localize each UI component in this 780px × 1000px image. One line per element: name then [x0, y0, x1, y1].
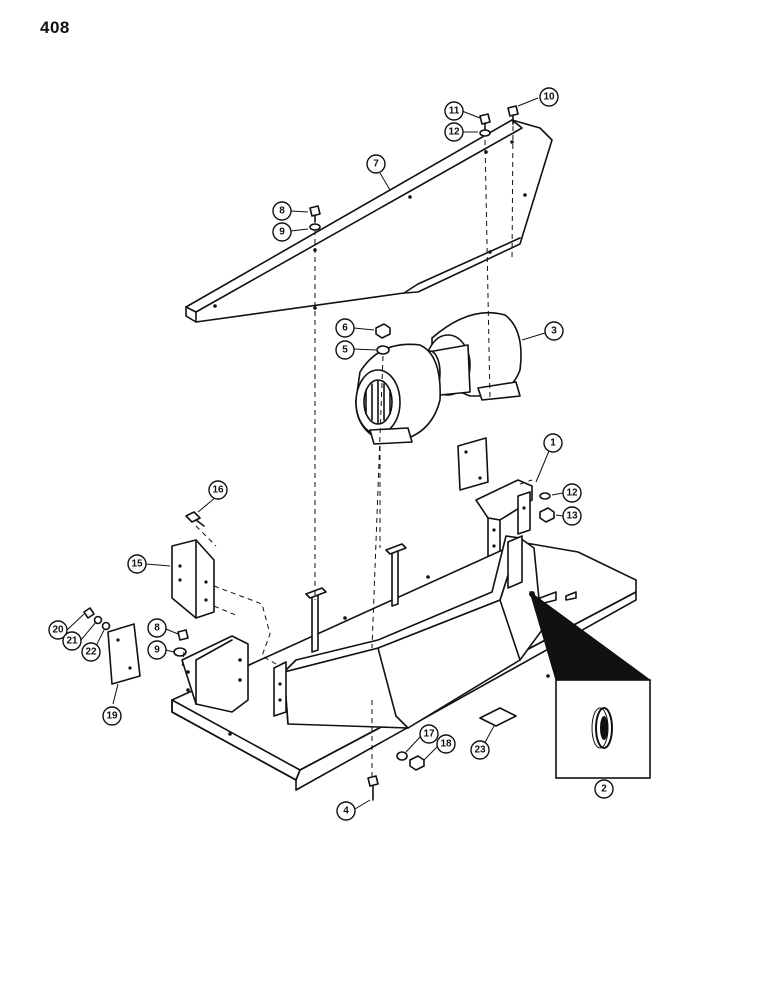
svg-text:8: 8 — [154, 623, 160, 634]
top-cover-panel — [185, 119, 553, 323]
fasteners — [83, 105, 555, 801]
callout-6: 6 — [335, 318, 355, 338]
access-plate — [457, 437, 489, 491]
support-bracket — [475, 479, 533, 569]
page-number: 408 — [40, 18, 70, 37]
svg-text:12: 12 — [566, 488, 578, 499]
alignment-lines — [181, 125, 533, 776]
callout-13: 13 — [562, 506, 582, 526]
svg-text:16: 16 — [212, 485, 224, 496]
bracket-15 — [171, 539, 215, 619]
svg-text:23: 23 — [474, 745, 486, 756]
callout-22: 22 — [81, 642, 101, 662]
blower-assembly — [355, 311, 522, 445]
callout-7: 7 — [366, 154, 386, 174]
callout-19: 19 — [102, 706, 122, 726]
svg-text:21: 21 — [66, 636, 78, 647]
callout-2: 2 — [594, 779, 614, 799]
pad-23 — [479, 707, 517, 727]
callout-4: 4 — [336, 801, 356, 821]
svg-text:7: 7 — [373, 159, 379, 170]
svg-text:9: 9 — [279, 227, 285, 238]
svg-text:5: 5 — [342, 345, 348, 356]
svg-text:3: 3 — [551, 326, 557, 337]
callout-12-right: 12 — [562, 483, 582, 503]
svg-text:6: 6 — [342, 323, 348, 334]
svg-text:2: 2 — [601, 784, 607, 795]
svg-text:4: 4 — [343, 806, 349, 817]
svg-text:18: 18 — [440, 739, 452, 750]
callout-23: 23 — [470, 740, 490, 760]
svg-text:13: 13 — [566, 511, 578, 522]
inset-detail-grommet — [529, 590, 652, 779]
svg-text:8: 8 — [279, 206, 285, 217]
callout-11: 11 — [444, 101, 464, 121]
callout-8-lower: 8 — [147, 618, 167, 638]
callout-9-top: 9 — [272, 222, 292, 242]
callout-5: 5 — [335, 340, 355, 360]
svg-text:11: 11 — [449, 106, 460, 117]
svg-text:12: 12 — [448, 127, 460, 138]
svg-text:17: 17 — [423, 729, 435, 740]
svg-text:10: 10 — [543, 92, 555, 103]
svg-text:15: 15 — [131, 559, 143, 570]
callout-20: 20 — [48, 620, 68, 640]
base-duct-assembly — [171, 535, 637, 791]
callout-9-lower: 9 — [147, 640, 167, 660]
callout-8-top: 8 — [272, 201, 292, 221]
callouts: 11 12 10 7 8 9 6 5 3 1 12 13 16 15 20 21… — [48, 87, 614, 821]
callout-10: 10 — [539, 87, 559, 107]
callout-21: 21 — [62, 631, 82, 651]
svg-text:9: 9 — [154, 645, 160, 656]
callout-18: 18 — [436, 734, 456, 754]
callout-15: 15 — [127, 554, 147, 574]
callout-1: 1 — [543, 433, 563, 453]
callout-3: 3 — [544, 321, 564, 341]
svg-text:20: 20 — [52, 625, 64, 636]
svg-text:1: 1 — [550, 438, 556, 449]
callout-16: 16 — [208, 480, 228, 500]
svg-text:22: 22 — [85, 647, 97, 658]
svg-text:19: 19 — [106, 711, 118, 722]
callout-17: 17 — [419, 724, 439, 744]
cover-plate-19 — [107, 623, 141, 685]
callout-12-top: 12 — [444, 122, 464, 142]
